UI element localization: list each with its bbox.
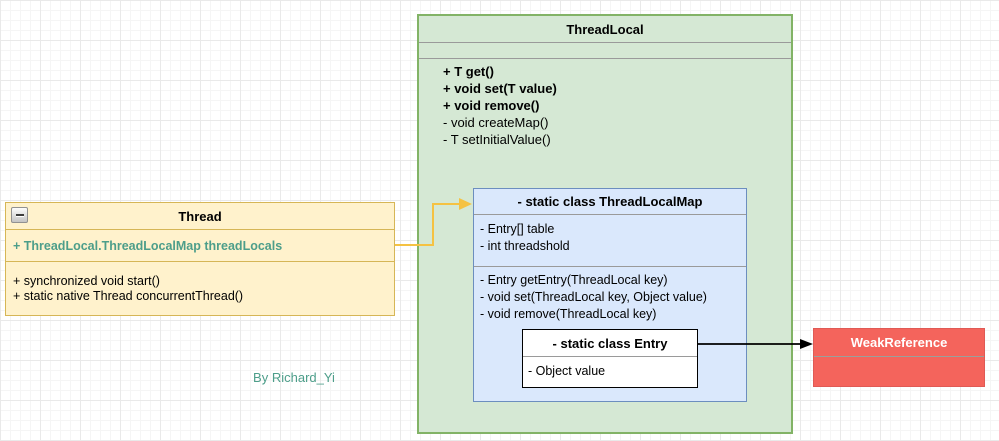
collapse-button[interactable] [11,207,28,223]
field-line: - int threadshold [480,239,570,253]
class-weakreference[interactable]: WeakReference [813,328,985,387]
class-threadlocal-title: ThreadLocal [419,16,791,43]
class-threadlocalmap-title: - static class ThreadLocalMap [474,189,746,215]
method-line: - Entry getEntry(ThreadLocal key) [480,273,668,287]
class-thread-fields: + ThreadLocal.ThreadLocalMap threadLocal… [6,230,394,262]
method-line: + T get() [443,64,494,79]
class-weakreference-title: WeakReference [814,329,984,357]
class-entry[interactable]: - static class Entry - Object value [522,329,698,388]
class-thread-methods: + synchronized void start() + static nat… [6,262,394,304]
method-line: + synchronized void start() [13,274,160,288]
author-signature: By Richard_Yi [253,370,335,385]
class-threadlocal-empty-fields [419,43,791,59]
class-entry-title: - static class Entry [523,330,697,357]
method-line: - void createMap() [443,115,549,130]
minus-icon [15,214,24,216]
method-line: - void remove(ThreadLocal key) [480,307,657,321]
field-line: - Object value [528,364,606,378]
method-line: - T setInitialValue() [443,132,551,147]
method-line: - void set(ThreadLocal key, Object value… [480,290,707,304]
field-line: - Entry[] table [480,222,555,236]
method-line: + void remove() [443,98,540,113]
class-thread[interactable]: Thread + ThreadLocal.ThreadLocalMap thre… [5,202,395,316]
class-thread-title: Thread [178,208,222,224]
method-line: + void set(T value) [443,81,557,96]
method-line: + static native Thread concurrentThread(… [13,289,244,303]
field-line: + ThreadLocal.ThreadLocalMap threadLocal… [13,238,283,253]
arrowhead-icon [800,339,813,349]
class-thread-titlebar: Thread [6,203,394,230]
class-entry-fields: - Object value [523,357,697,385]
class-threadlocalmap-fields: - Entry[] table - int threadshold [474,215,746,267]
class-threadlocalmap-methods: - Entry getEntry(ThreadLocal key) - void… [474,267,746,323]
class-threadlocal-methods: + T get() + void set(T value) + void rem… [419,59,791,148]
